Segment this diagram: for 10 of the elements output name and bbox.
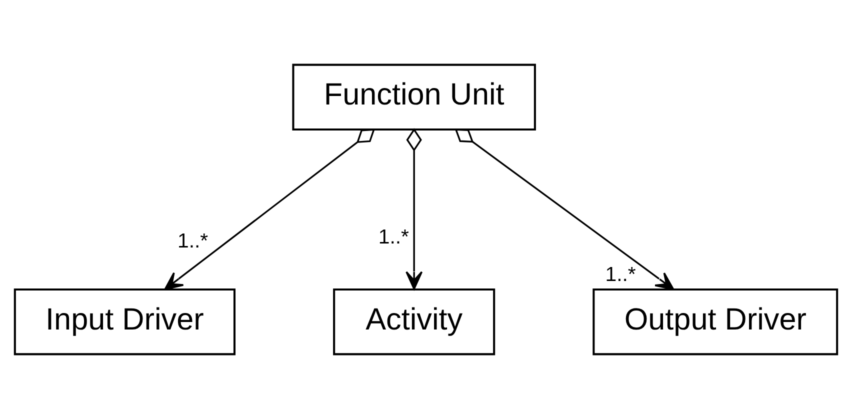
arrow xyxy=(454,128,674,290)
edge-label: 1..* xyxy=(605,264,636,286)
node-box: Activity xyxy=(333,288,496,356)
node-box: Function Unit xyxy=(292,64,536,131)
node-box: Output Driver xyxy=(592,288,838,356)
edge-label: 1..* xyxy=(177,230,208,253)
edge-label: 1..* xyxy=(378,226,409,249)
arrow xyxy=(164,128,376,290)
arrow xyxy=(406,128,423,290)
node-box: Input Driver xyxy=(14,288,236,356)
